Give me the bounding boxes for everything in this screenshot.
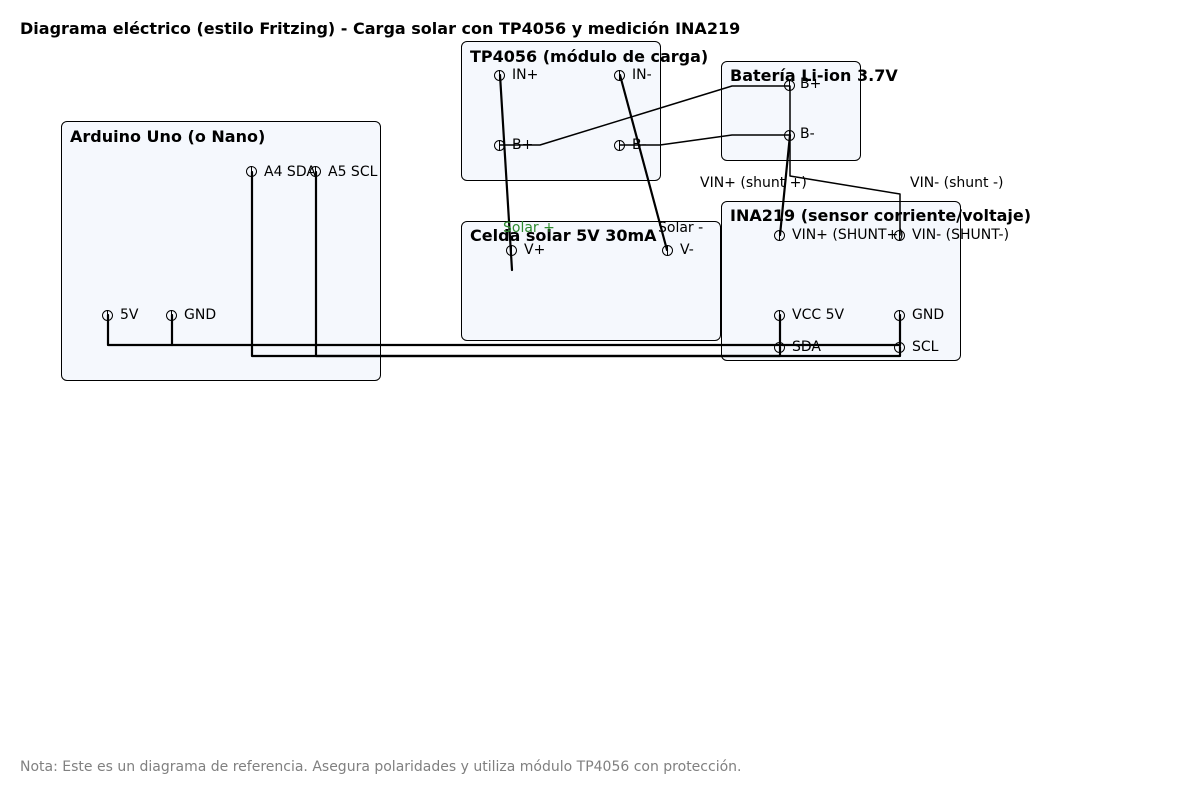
tp4056-b-minus-pin (614, 140, 625, 151)
tp4056-box: TP4056 (módulo de carga) (461, 41, 708, 181)
ina219-gnd-pin (894, 310, 905, 321)
arduino-gnd-label: GND (184, 307, 217, 323)
tp4056-in-minus-label: IN- (632, 67, 652, 83)
tp4056-b-plus-label: B+ (512, 137, 534, 153)
wire-label-solar-minus: Solar - (658, 220, 704, 236)
battery-box (721, 61, 861, 161)
arduino-a4-label: A4 SDA (264, 164, 316, 180)
battery-b-plus-label: B+ (800, 76, 822, 92)
wire-solar-minus (618, 73, 669, 252)
arduino-a5-label: A5 SCL (328, 164, 378, 180)
battery-b-minus-pin (784, 130, 795, 141)
ina219-scl-pin (894, 342, 905, 353)
wire-label-vin-minus: VIN- (shunt -) (910, 175, 1004, 191)
wire-bplus (499, 85, 791, 146)
tp4056-in-minus-pin (614, 70, 625, 81)
arduino-5v-pin (102, 310, 113, 321)
arduino-box: Arduino Uno (o Nano) (61, 121, 381, 381)
ina219-sda-pin (774, 342, 785, 353)
ina219-sda-label: SDA (792, 339, 821, 355)
arduino-gnd-pin (166, 310, 177, 321)
solar-v-minus-label: V- (680, 242, 694, 258)
wire-label-solar-plus: Solar + (503, 220, 555, 236)
ina219-vcc-pin (774, 310, 785, 321)
wire-scl (314, 170, 902, 358)
arduino-5v-label: 5V (120, 307, 139, 323)
wire-vin-minus (789, 134, 901, 236)
ina219-box (721, 201, 961, 361)
ina219-vin-minus-label: VIN- (SHUNT-) (912, 227, 1010, 243)
wire-vin-plus (778, 133, 792, 237)
wire-vcc-bus (106, 313, 902, 347)
tp4056-in-plus-pin (494, 70, 505, 81)
arduino-title: Arduino Uno (o Nano) (70, 127, 266, 146)
wire-bminus (619, 134, 791, 146)
tp4056-in-plus-label: IN+ (512, 67, 539, 83)
solar-v-plus-label: V+ (524, 242, 546, 258)
arduino-a5-pin (310, 166, 321, 177)
ina219-vin-plus-pin (774, 230, 785, 241)
solar-v-minus-pin (662, 245, 673, 256)
wire-sda (250, 170, 782, 358)
wire-label-vin-plus: VIN+ (shunt +) (700, 175, 807, 191)
battery-b-plus-pin (784, 80, 795, 91)
tp4056-title: TP4056 (módulo de carga) (470, 47, 709, 66)
ina219-vin-plus-label: VIN+ (SHUNT+) (792, 227, 904, 243)
diagram-title: Diagrama eléctrico (estilo Fritzing) - C… (20, 19, 741, 38)
battery-b-minus-label: B- (800, 126, 815, 142)
ina219-vcc-label: VCC 5V (792, 307, 845, 323)
solar-v-plus-pin (506, 245, 517, 256)
tp4056-b-minus-label: B- (632, 137, 647, 153)
ina219-scl-label: SCL (912, 339, 939, 355)
tp4056-b-plus-pin (494, 140, 505, 151)
ina219-title: INA219 (sensor corriente/voltaje) (730, 206, 1032, 225)
ina219-vin-minus-pin (894, 230, 905, 241)
arduino-a4-pin (246, 166, 257, 177)
solar-box (461, 221, 721, 341)
battery-title: Batería Li-ion 3.7V (730, 66, 898, 85)
ina219-gnd-label: GND (912, 307, 945, 323)
diagram-note: Nota: Este es un diagrama de referencia.… (20, 759, 742, 775)
solar-title: Celda solar 5V 30mA (470, 226, 657, 245)
wire-solar-plus (498, 73, 514, 272)
